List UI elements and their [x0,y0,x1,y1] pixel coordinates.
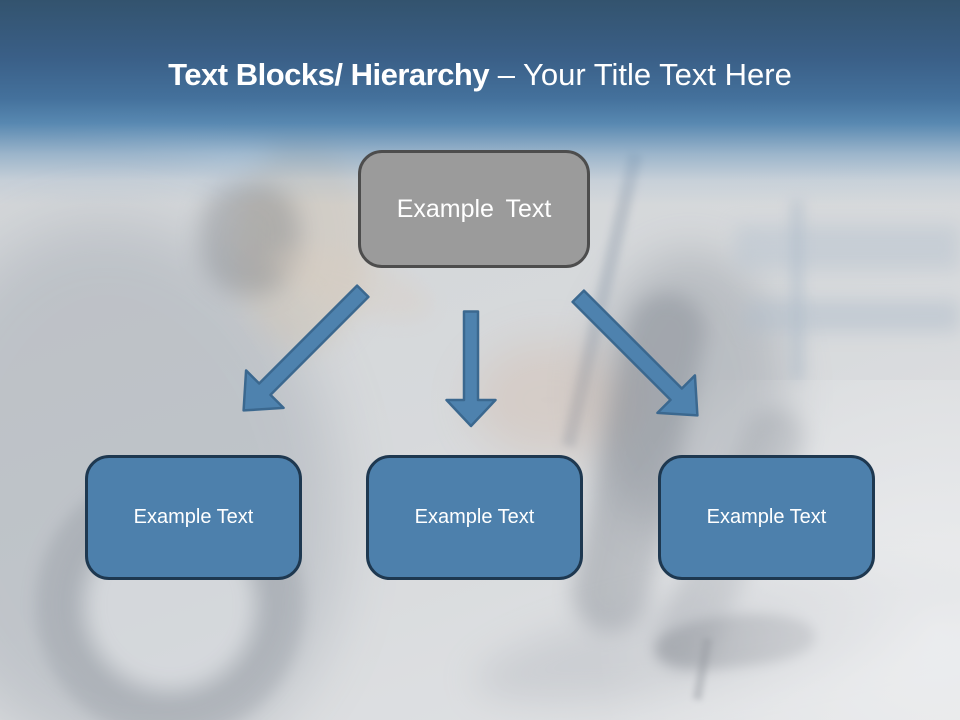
scaffolding-shape [745,300,960,332]
scaffolding-shape [790,200,804,380]
slide-title-regular: – Your Title Text Here [489,57,792,92]
child-text-block-label: Example Text [706,506,827,528]
root-text-block: Example Text [358,150,590,268]
child-text-block-label: Example Text [414,506,535,528]
scaffolding-shape [735,225,960,270]
slide-title-bold: Text Blocks/ Hierarchy [168,57,490,92]
child-text-block: Example Text [85,455,302,580]
slide-title: Text Blocks/ Hierarchy – Your Title Text… [0,56,960,94]
child-text-block: Example Text [658,455,875,580]
arrow-down-icon [445,310,497,428]
arrow-down-right-icon [571,289,699,417]
child-text-block-label: Example Text [133,506,254,528]
arrow-down-left-icon [242,284,370,412]
child-text-block: Example Text [366,455,583,580]
root-text-block-label: Example Text [396,194,552,223]
